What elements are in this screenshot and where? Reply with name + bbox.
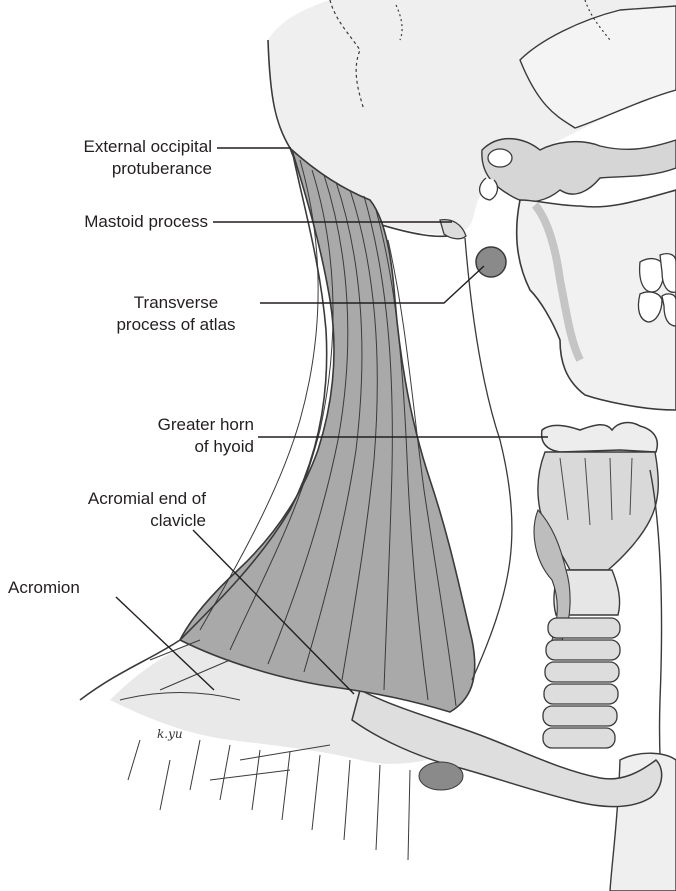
hatch-14 (240, 745, 330, 760)
label-transverse-process-of-atlas: Transverse process of atlas (96, 292, 256, 336)
hatch-13 (128, 740, 140, 780)
label-acromion-line1: Acromion (8, 577, 80, 599)
hyoid-bone (542, 423, 658, 452)
hatch-10 (376, 765, 380, 850)
tooth-1 (640, 259, 664, 292)
zygomatic-process (482, 139, 676, 202)
neck-front-outline (465, 238, 512, 680)
label-greater-horn-of-hyoid: Greater horn of hyoid (110, 414, 254, 458)
hatch-12 (160, 760, 170, 810)
label-greater-horn-line2: of hyoid (110, 436, 254, 458)
label-acromial-line2: clavicle (28, 510, 206, 532)
tmj-socket (488, 149, 512, 167)
hatch-5 (220, 745, 230, 800)
trachea (543, 618, 620, 748)
trachea-ring-3 (545, 662, 619, 682)
label-mastoid-process: Mastoid process (44, 211, 208, 233)
trachea-ring-1 (548, 618, 620, 638)
label-external-occipital-line1: External occipital (36, 136, 212, 158)
hatch-6 (252, 750, 260, 810)
trachea-ring-5 (543, 706, 617, 726)
label-acromial-line1: Acromial end of (28, 488, 206, 510)
atlas-transverse-process (476, 247, 506, 277)
trachea-ring-2 (546, 640, 620, 660)
label-external-occipital-line2: protuberance (36, 158, 212, 180)
hatch-4 (190, 740, 200, 790)
hatch-7 (282, 752, 290, 820)
label-mastoid-line1: Mastoid process (44, 211, 208, 233)
label-acromion: Acromion (8, 577, 80, 599)
trachea-ring-4 (544, 684, 618, 704)
ear-canal-hook (480, 178, 498, 200)
hatch-11 (408, 770, 410, 860)
hatch-15 (210, 770, 290, 780)
trachea-ring-6 (543, 728, 615, 748)
label-external-occipital-protuberance: External occipital protuberance (36, 136, 212, 180)
hatch-8 (312, 755, 320, 830)
hatch-9 (344, 760, 350, 840)
label-greater-horn-line1: Greater horn (110, 414, 254, 436)
label-acromial-end-of-clavicle: Acromial end of clavicle (28, 488, 206, 532)
label-transverse-line2: process of atlas (96, 314, 256, 336)
artist-signature: k.yu (157, 727, 183, 741)
coracoid-dot (419, 762, 463, 790)
label-transverse-line1: Transverse (96, 292, 256, 314)
